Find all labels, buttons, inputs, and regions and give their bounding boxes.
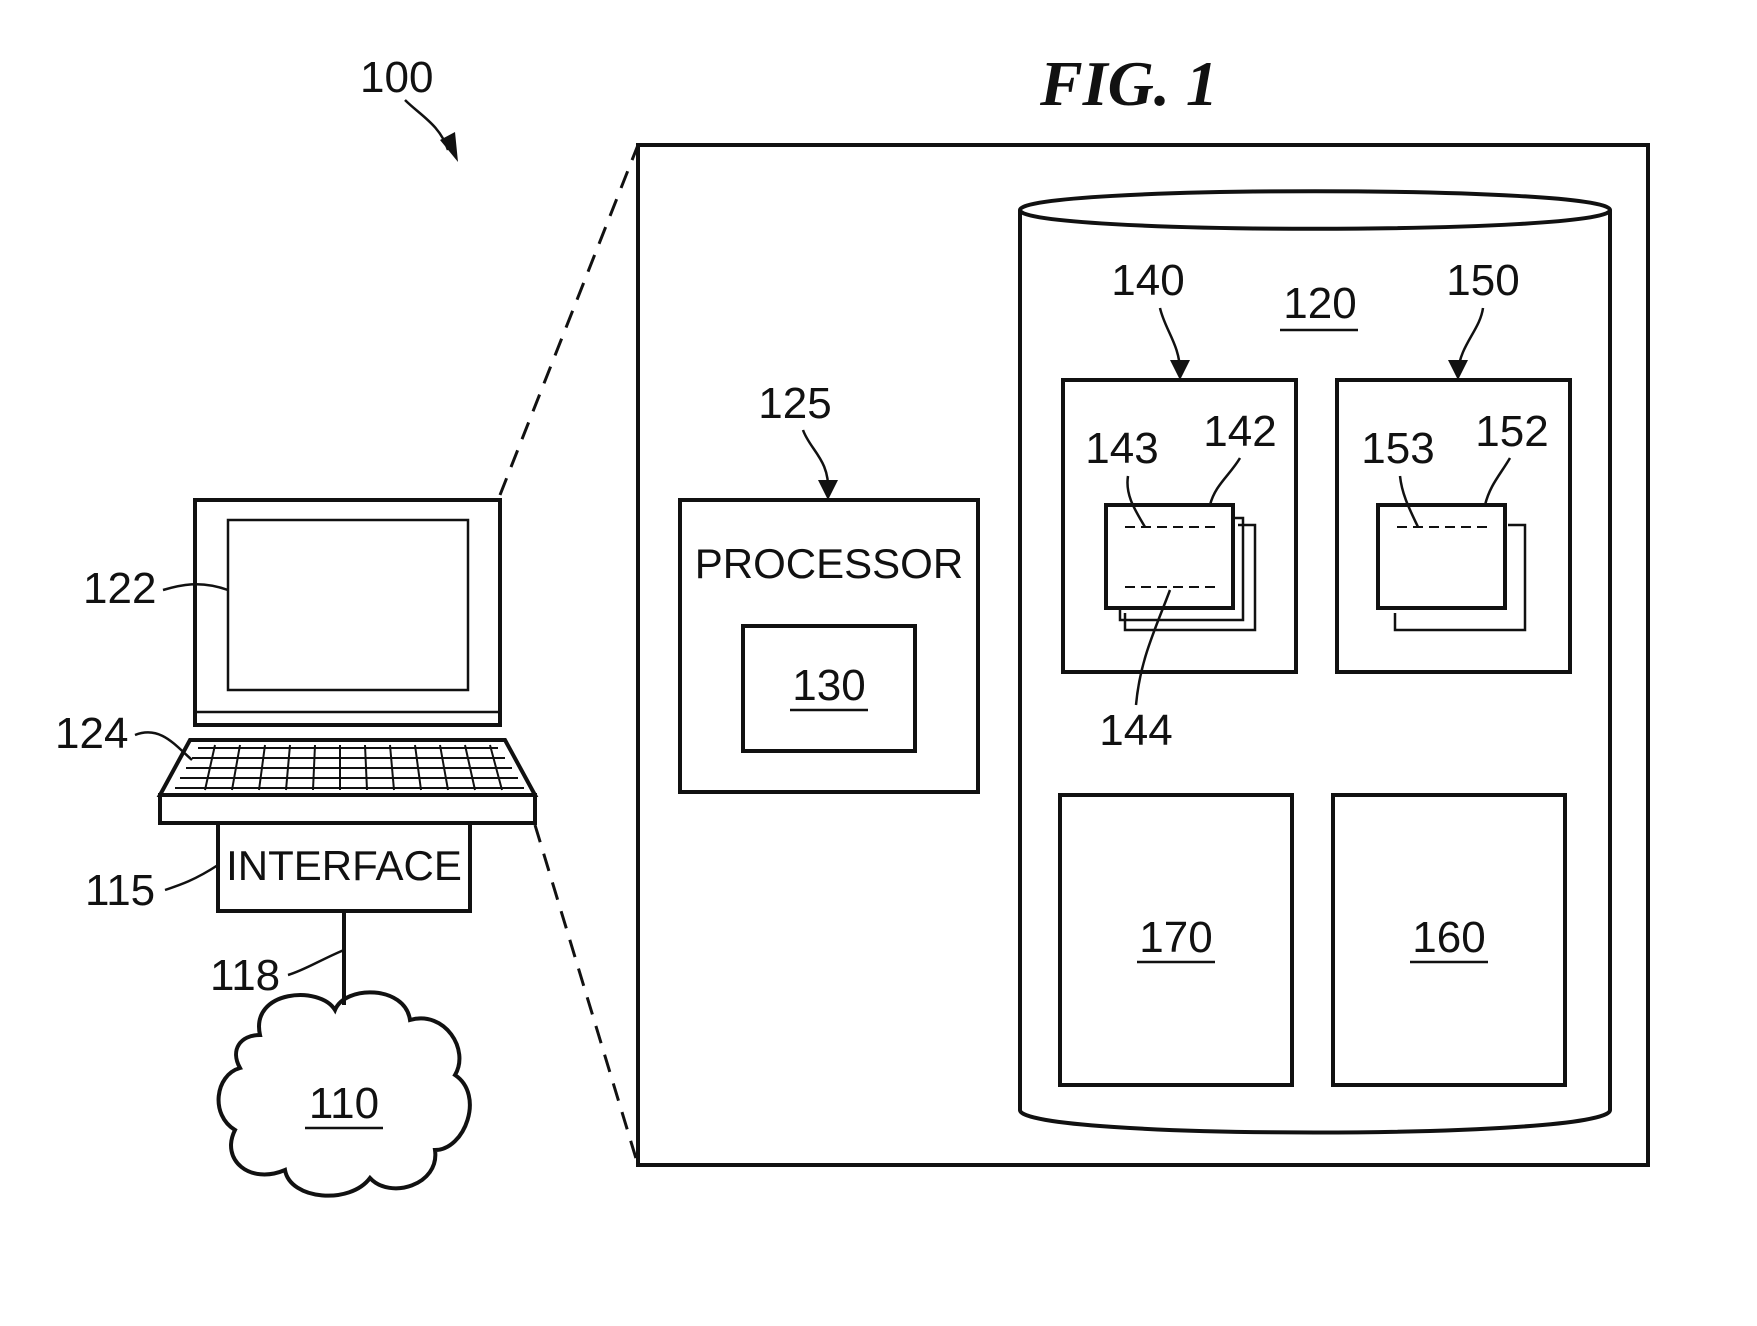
zoom-line-top	[500, 145, 638, 495]
laptop: 122 124	[55, 500, 535, 823]
laptop-base-front	[160, 795, 535, 823]
module-a-doc-back-1	[1120, 518, 1243, 620]
keyboard-keys	[175, 745, 524, 790]
interface-ref-leader	[165, 865, 218, 890]
keyboard-ref-label: 124	[55, 709, 128, 758]
laptop-screen	[228, 520, 468, 690]
storage-box-left-ref: 170	[1139, 913, 1212, 962]
figure-title: FIG. 1	[1039, 48, 1218, 119]
zoom-line-bottom	[535, 825, 638, 1165]
processor-label: PROCESSOR	[695, 540, 963, 587]
module-b-doc-ref-left-leader	[1400, 476, 1418, 527]
module-a-ref-label: 140	[1111, 256, 1184, 305]
module-b-doc-ref-right: 152	[1475, 407, 1548, 456]
cylinder-top	[1020, 191, 1610, 210]
module-a-doc-back-2	[1125, 525, 1255, 630]
module-a-doc-ref-right-leader	[1210, 458, 1240, 505]
system-ref-leader	[405, 100, 448, 150]
link-ref-label: 118	[210, 951, 280, 1000]
module-a-doc-ref-left-leader	[1127, 476, 1145, 527]
module-b-doc-ref-right-leader	[1485, 458, 1510, 505]
storage-box-right-ref: 160	[1412, 913, 1485, 962]
module-b-doc-front	[1378, 505, 1505, 608]
processor-ref-label: 125	[758, 379, 831, 428]
cylinder-top-front	[1020, 210, 1610, 229]
module-a-doc-ref-right: 142	[1203, 407, 1276, 456]
module-a-doc-ref-bottom: 144	[1099, 706, 1172, 755]
interface-ref-label: 115	[85, 866, 155, 915]
module-a-ref-arrowhead	[1170, 360, 1190, 380]
module-b-ref-arrowhead	[1448, 360, 1468, 380]
cylinder-bottom	[1020, 1110, 1610, 1133]
network-ref-label: 110	[309, 1079, 379, 1128]
processor-inner-ref-label: 130	[792, 661, 865, 710]
processor-ref-arrowhead	[818, 480, 838, 500]
link-ref-leader	[288, 950, 344, 975]
interface-label: INTERFACE	[226, 842, 462, 889]
storage-cylinder	[1020, 191, 1610, 1132]
module-a-doc-ref-left: 143	[1085, 424, 1158, 473]
module-b-doc-ref-left: 153	[1361, 424, 1434, 473]
storage-ref-label: 120	[1283, 279, 1356, 328]
module-b-ref-label: 150	[1446, 256, 1519, 305]
screen-ref-label: 122	[83, 564, 156, 613]
system-ref-label: 100	[360, 53, 433, 102]
